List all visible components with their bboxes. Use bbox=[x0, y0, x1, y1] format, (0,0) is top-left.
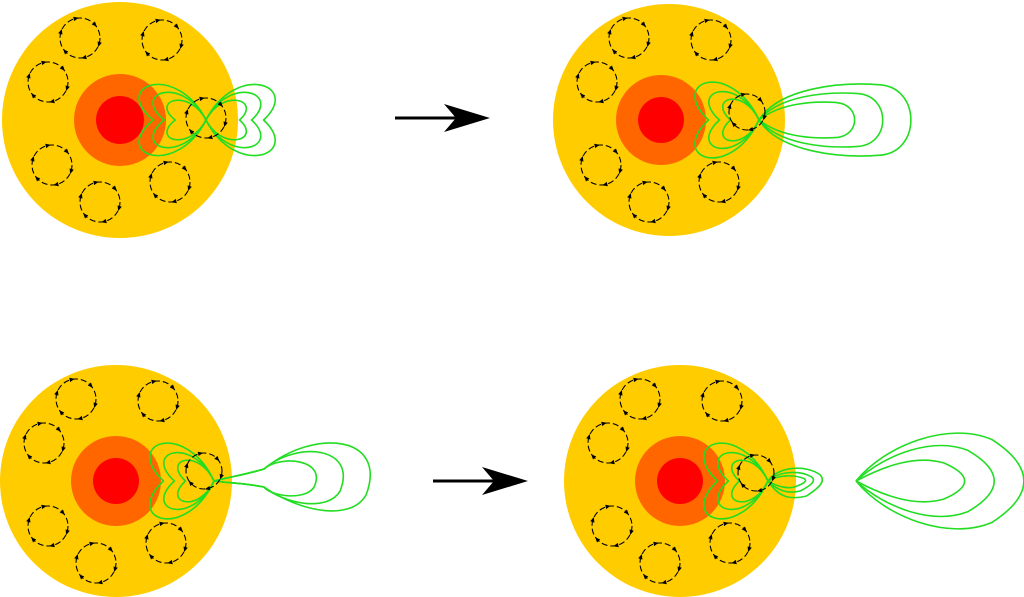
field-line bbox=[138, 83, 207, 157]
convection-cell-icon bbox=[618, 377, 662, 421]
convection-cell-icon bbox=[26, 60, 70, 104]
field-line bbox=[758, 92, 884, 148]
field-line bbox=[708, 90, 760, 150]
convection-cell-icon bbox=[30, 143, 74, 187]
field-line bbox=[205, 91, 262, 149]
convection-cell-icon bbox=[638, 541, 682, 585]
convection-cell-icon bbox=[697, 160, 741, 204]
field-line bbox=[767, 467, 824, 499]
convection-cell-icon bbox=[579, 143, 623, 187]
top-arrow bbox=[395, 104, 490, 132]
field-line bbox=[152, 91, 207, 149]
convection-cell-icon bbox=[144, 521, 188, 565]
convection-cell-icon bbox=[736, 453, 776, 493]
panel-top-right bbox=[553, 4, 912, 236]
convection-cell-icon bbox=[575, 60, 619, 104]
field-line bbox=[205, 99, 248, 141]
convection-cell-icon bbox=[26, 504, 70, 548]
field-line bbox=[703, 442, 769, 520]
convection-cell-icon bbox=[22, 421, 66, 465]
convection-cell-icon bbox=[727, 92, 767, 132]
field-line bbox=[166, 99, 207, 141]
field-line bbox=[694, 81, 760, 159]
field-line bbox=[855, 459, 966, 503]
convection-cell-icon bbox=[136, 379, 180, 423]
field-line bbox=[767, 471, 815, 493]
field-line bbox=[213, 450, 344, 505]
field-line bbox=[213, 460, 317, 497]
convection-cell-icon bbox=[700, 379, 744, 423]
convection-cell-icon bbox=[74, 541, 118, 585]
star-core bbox=[657, 458, 703, 504]
convection-cell-icon bbox=[627, 180, 671, 224]
convection-cell-icon bbox=[586, 421, 630, 465]
convection-cell-icon bbox=[184, 96, 228, 140]
field-line bbox=[855, 432, 1024, 530]
field-line bbox=[758, 101, 856, 139]
convection-cell-icon bbox=[58, 16, 102, 60]
field-line bbox=[758, 83, 912, 157]
arrows-layer bbox=[395, 104, 528, 495]
field-line bbox=[855, 444, 995, 518]
panel-top-left bbox=[2, 2, 276, 238]
panel-bottom-right bbox=[564, 365, 1024, 597]
field-line bbox=[149, 442, 215, 520]
convection-cell-icon bbox=[78, 180, 122, 224]
star-core bbox=[638, 97, 684, 143]
panel-bottom-left bbox=[0, 365, 371, 597]
convection-cell-icon bbox=[148, 160, 192, 204]
convection-cell-icon bbox=[140, 18, 184, 62]
convection-cell-icon bbox=[708, 521, 752, 565]
convection-cell-icon bbox=[54, 377, 98, 421]
convection-cell-icon bbox=[184, 451, 224, 491]
field-line bbox=[205, 83, 276, 157]
field-line bbox=[163, 451, 215, 511]
right-arrow-icon bbox=[444, 104, 490, 132]
convection-cell-icon bbox=[590, 504, 634, 548]
convection-cell-icon bbox=[689, 18, 733, 62]
field-line bbox=[717, 451, 769, 511]
field-line bbox=[177, 459, 215, 503]
convection-cell-icon bbox=[607, 16, 651, 60]
star-core bbox=[93, 458, 139, 504]
star-core bbox=[96, 96, 144, 144]
field-line bbox=[767, 475, 807, 489]
right-arrow-icon bbox=[482, 467, 528, 495]
bottom-arrow bbox=[433, 467, 528, 495]
